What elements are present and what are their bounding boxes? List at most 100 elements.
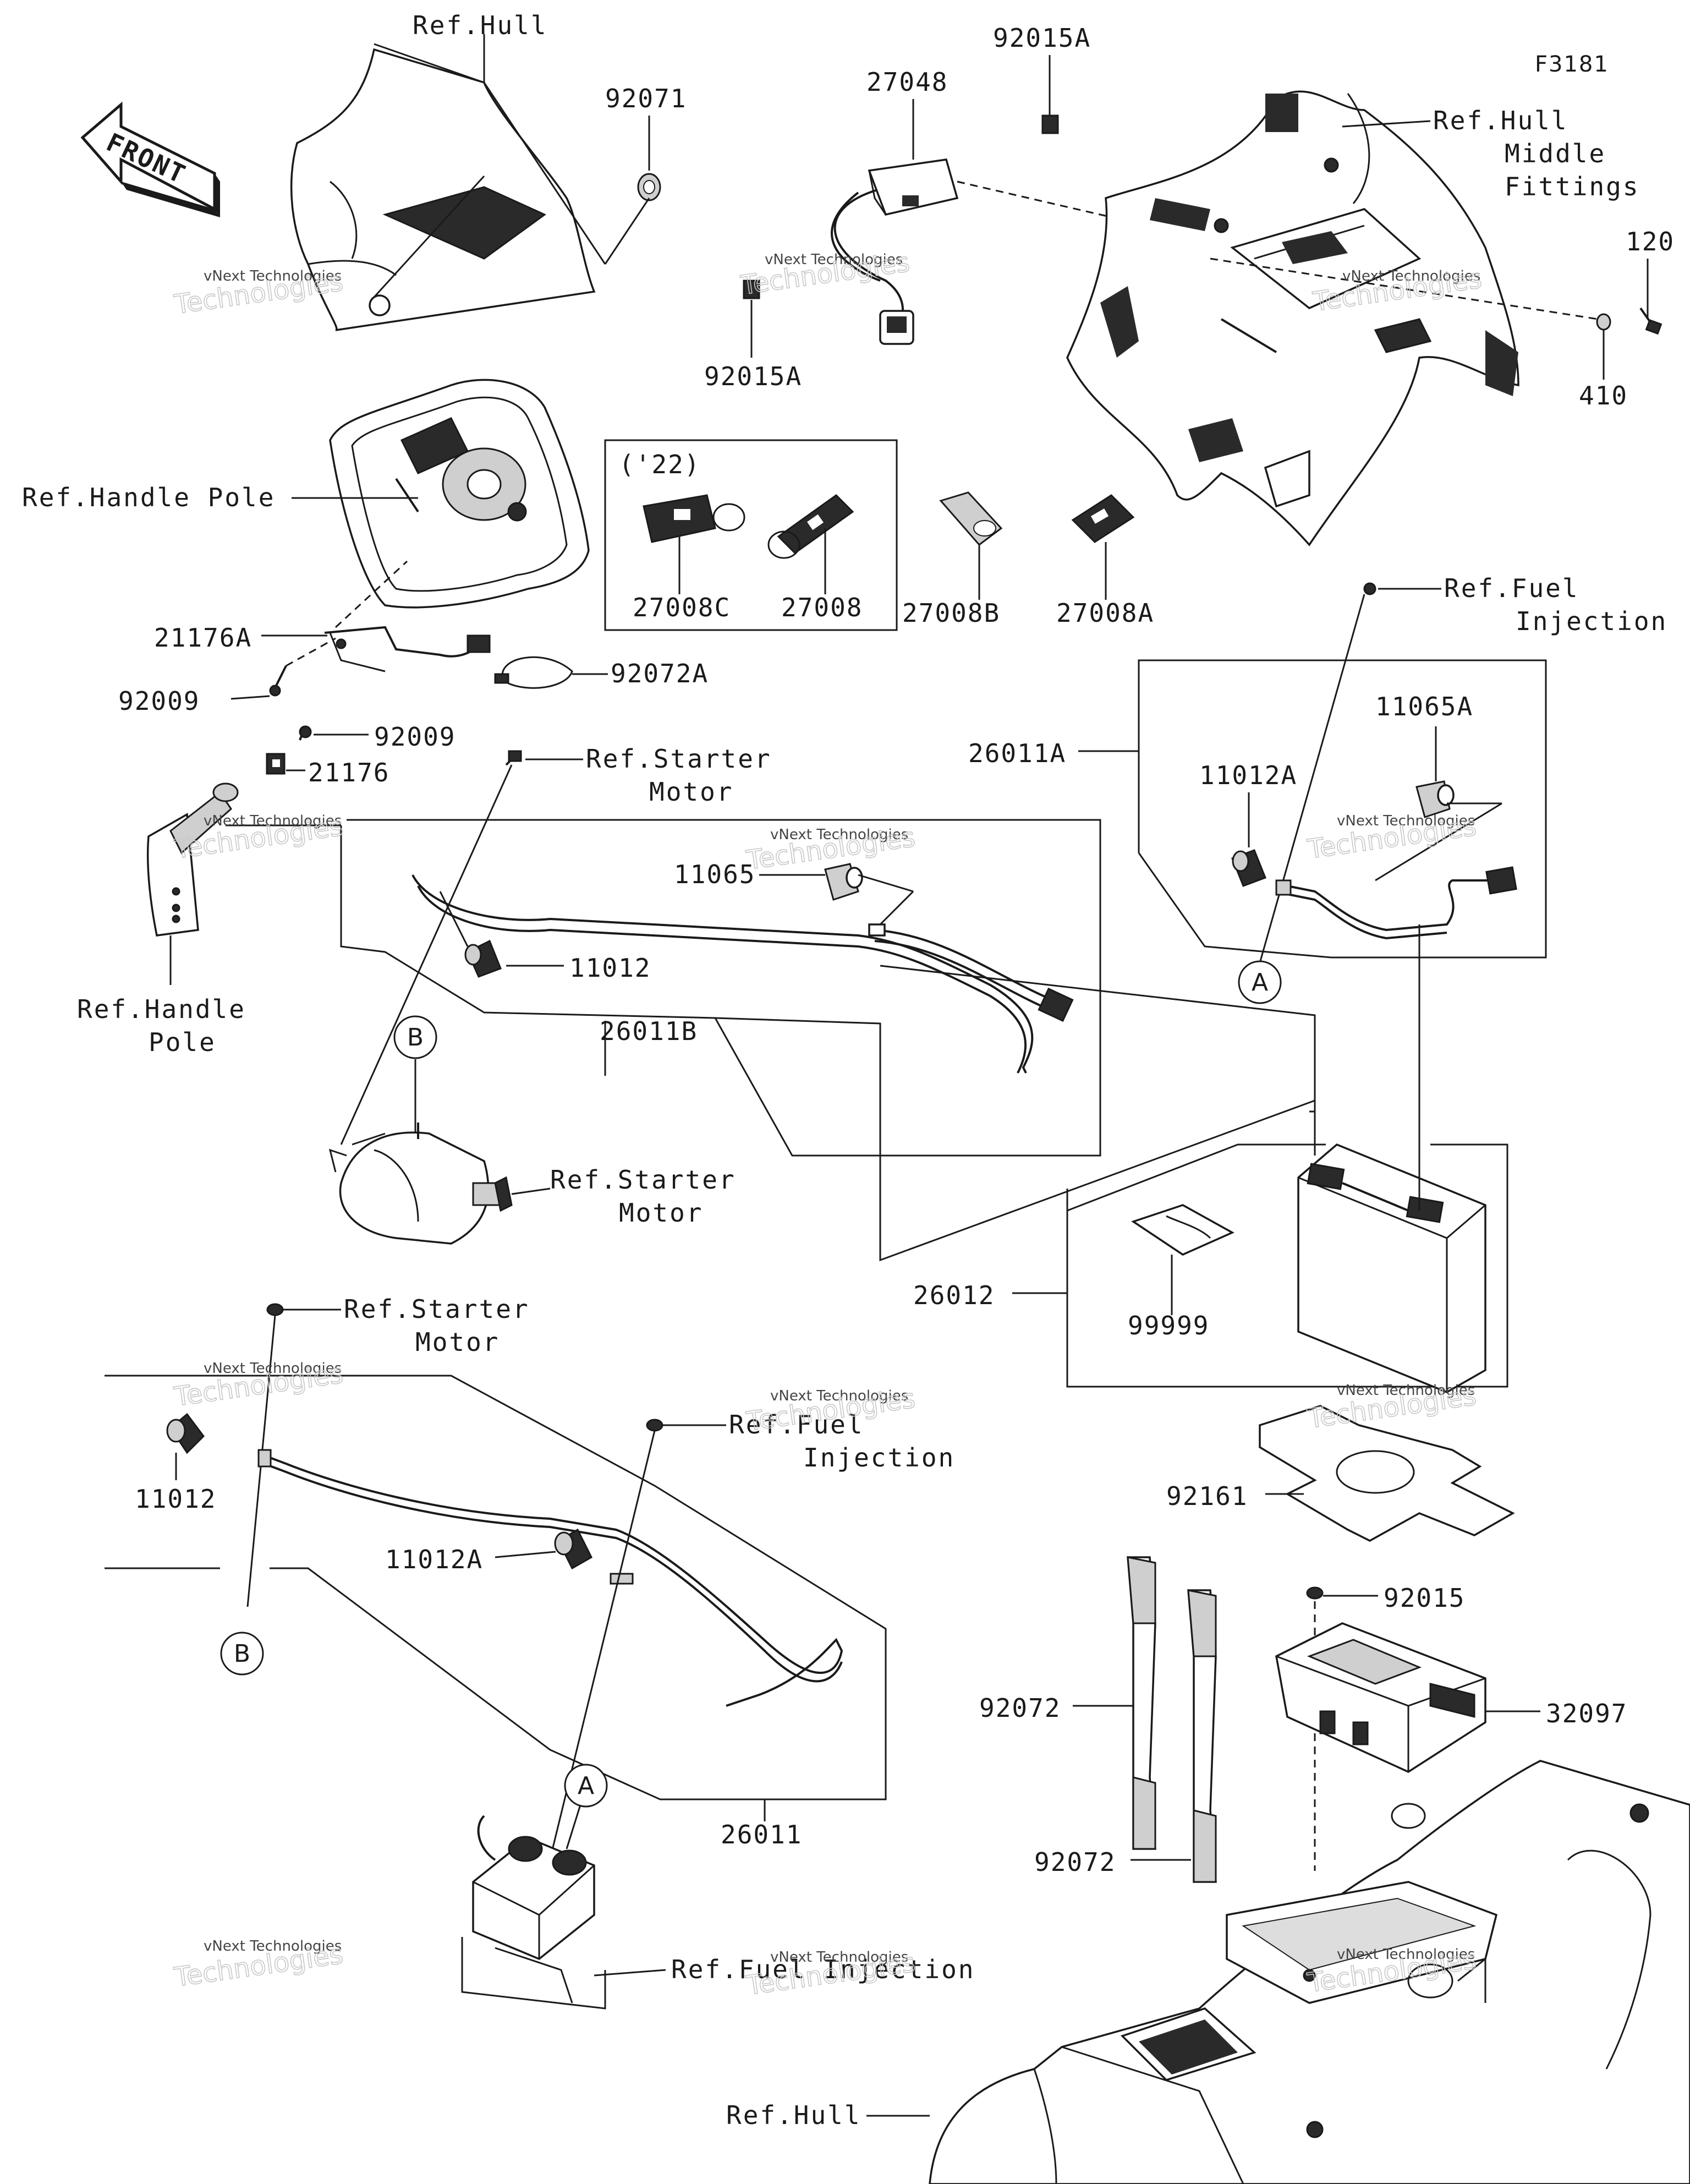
cap-11012A-bottom xyxy=(554,1528,592,1570)
svg-text:A: A xyxy=(1252,968,1268,997)
cap-11065A xyxy=(1415,780,1455,818)
callout-b-1: B xyxy=(393,1015,437,1059)
ref-handle-pole-left-1: Ref.Handle xyxy=(77,994,246,1024)
part-32097: 32097 xyxy=(1546,1699,1627,1728)
cable-26011A-group-frame xyxy=(1138,659,1547,959)
svg-text:vNext Technologies: vNext Technologies xyxy=(770,826,908,843)
callout-b-2: B xyxy=(220,1632,264,1676)
grommet-92071 xyxy=(637,173,661,201)
nut-starter-lower xyxy=(266,1303,284,1316)
key-27008C xyxy=(643,494,745,543)
svg-text:vNext Technologies: vNext Technologies xyxy=(770,1949,908,1966)
pad-92161 xyxy=(1259,1405,1515,1542)
clamp-92072A xyxy=(494,656,573,689)
cable-26011-group-frame xyxy=(105,1375,887,1800)
svg-text:vNext Technologies: vNext Technologies xyxy=(1342,268,1480,284)
part-27008A: 27008A xyxy=(1056,598,1154,628)
ref-starter-motor-3b: Motor xyxy=(415,1327,500,1357)
ref-fuel-injection-1a: Ref.Fuel xyxy=(1444,573,1579,603)
ref-starter-motor-2b: Motor xyxy=(619,1198,703,1228)
year-note: ('22) xyxy=(619,450,700,479)
ref-hull-middle-3: Fittings xyxy=(1505,172,1640,201)
handle-pole-plate xyxy=(329,379,590,609)
watermark-6: vNext Technologies Technologies xyxy=(1305,811,1479,866)
svg-text:vNext Technologies: vNext Technologies xyxy=(1337,813,1475,829)
watermark-11: vNext Technologies Technologies xyxy=(744,1947,918,2002)
hull-middle-fittings xyxy=(1066,90,1519,546)
part-11012-mid: 11012 xyxy=(569,953,651,983)
screw-120 xyxy=(1639,307,1662,335)
part-26012: 26012 xyxy=(913,1280,995,1310)
svg-text:vNext Technologies: vNext Technologies xyxy=(770,1388,908,1404)
ref-hull-middle-2: Middle xyxy=(1505,139,1606,168)
sensor-21176 xyxy=(266,753,286,775)
cable-26011 xyxy=(257,1449,843,1707)
battery-box-32097 xyxy=(1275,1622,1486,1773)
cap-11012-bottom xyxy=(166,1413,205,1454)
part-92072-a: 92072 xyxy=(979,1693,1061,1723)
ref-hull-top: Ref.Hull xyxy=(413,10,548,40)
part-92015A-top: 92015A xyxy=(993,23,1091,53)
sensor-21176A xyxy=(324,626,491,672)
part-11065: 11065 xyxy=(674,860,755,889)
ref-fuel-injection-3: Ref.Fuel Injection xyxy=(671,1955,975,1984)
part-92161: 92161 xyxy=(1166,1481,1248,1511)
part-26011B: 26011B xyxy=(600,1016,698,1046)
cable-26011B xyxy=(411,874,1074,1074)
part-11012A-top: 11012A xyxy=(1199,760,1297,790)
washer-410 xyxy=(1596,313,1611,331)
part-27008: 27008 xyxy=(781,593,863,622)
svg-text:vNext Technologies: vNext Technologies xyxy=(1337,1946,1475,1963)
cable-26011B-group-frame xyxy=(226,819,1101,1157)
hull-section-top xyxy=(290,43,606,331)
part-26011A: 26011A xyxy=(968,738,1066,768)
svg-text:vNext Technologies: vNext Technologies xyxy=(204,1938,342,1955)
part-11012A-bottom: 11012A xyxy=(385,1545,483,1574)
figure-id: F3181 xyxy=(1535,52,1609,77)
svg-text:vNext Technologies: vNext Technologies xyxy=(1337,1382,1475,1399)
part-120: 120 xyxy=(1626,227,1675,256)
ref-starter-motor-3a: Ref.Starter xyxy=(344,1294,530,1324)
ref-hull-bottom: Ref.Hull xyxy=(726,2100,862,2130)
ref-hull-middle-1: Ref.Hull xyxy=(1433,106,1568,135)
part-92009-a: 92009 xyxy=(118,686,200,716)
key-27008A xyxy=(1071,494,1135,543)
battery-lead-frame xyxy=(715,965,1316,1262)
ref-handle-pole-left-2: Pole xyxy=(149,1027,216,1057)
clip-92015A-top xyxy=(1041,114,1059,134)
cap-11012A-top xyxy=(1231,849,1266,887)
nut-fuel-lower xyxy=(646,1419,663,1432)
part-21176A: 21176A xyxy=(154,623,252,653)
part-410: 410 xyxy=(1579,381,1628,410)
strap-92072-a xyxy=(1127,1556,1156,1850)
part-27008C: 27008C xyxy=(633,593,731,622)
screw-92009-b xyxy=(299,725,312,741)
watermark-9: vNext Technologies Technologies xyxy=(1305,1380,1479,1435)
part-27008B: 27008B xyxy=(902,598,1000,628)
cable-26011A xyxy=(1275,866,1517,940)
part-99999: 99999 xyxy=(1128,1311,1209,1340)
watermark-1: vNext Technologies Technologies xyxy=(172,266,345,321)
screw-92009-a xyxy=(269,665,287,697)
svg-text:A: A xyxy=(578,1772,594,1800)
ref-fuel-injection-2b: Injection xyxy=(803,1443,955,1473)
part-92072-b: 92072 xyxy=(1034,1847,1116,1877)
battery-group-frame xyxy=(1066,1143,1508,1388)
part-92015A-left: 92015A xyxy=(704,362,802,391)
packet-99999 xyxy=(1131,1204,1234,1256)
part-26011: 26011 xyxy=(721,1820,802,1849)
ref-starter-motor-1a: Ref.Starter xyxy=(586,744,772,774)
watermark-7: vNext Technologies Technologies xyxy=(172,1358,345,1413)
key-27008B xyxy=(939,491,1003,546)
svg-text:vNext Technologies: vNext Technologies xyxy=(204,813,342,829)
svg-text:vNext Technologies: vNext Technologies xyxy=(204,268,342,284)
callout-a-1: A xyxy=(1238,960,1282,1004)
handle-pole-assembly xyxy=(146,782,239,937)
part-92072A: 92072A xyxy=(611,659,709,688)
callout-a-2: A xyxy=(564,1764,608,1808)
front-arrow-icon: FRONT xyxy=(80,101,220,217)
hull-section-bottom xyxy=(929,1760,1690,2184)
strap-92072-b xyxy=(1187,1589,1217,1883)
part-92071: 92071 xyxy=(605,84,687,113)
